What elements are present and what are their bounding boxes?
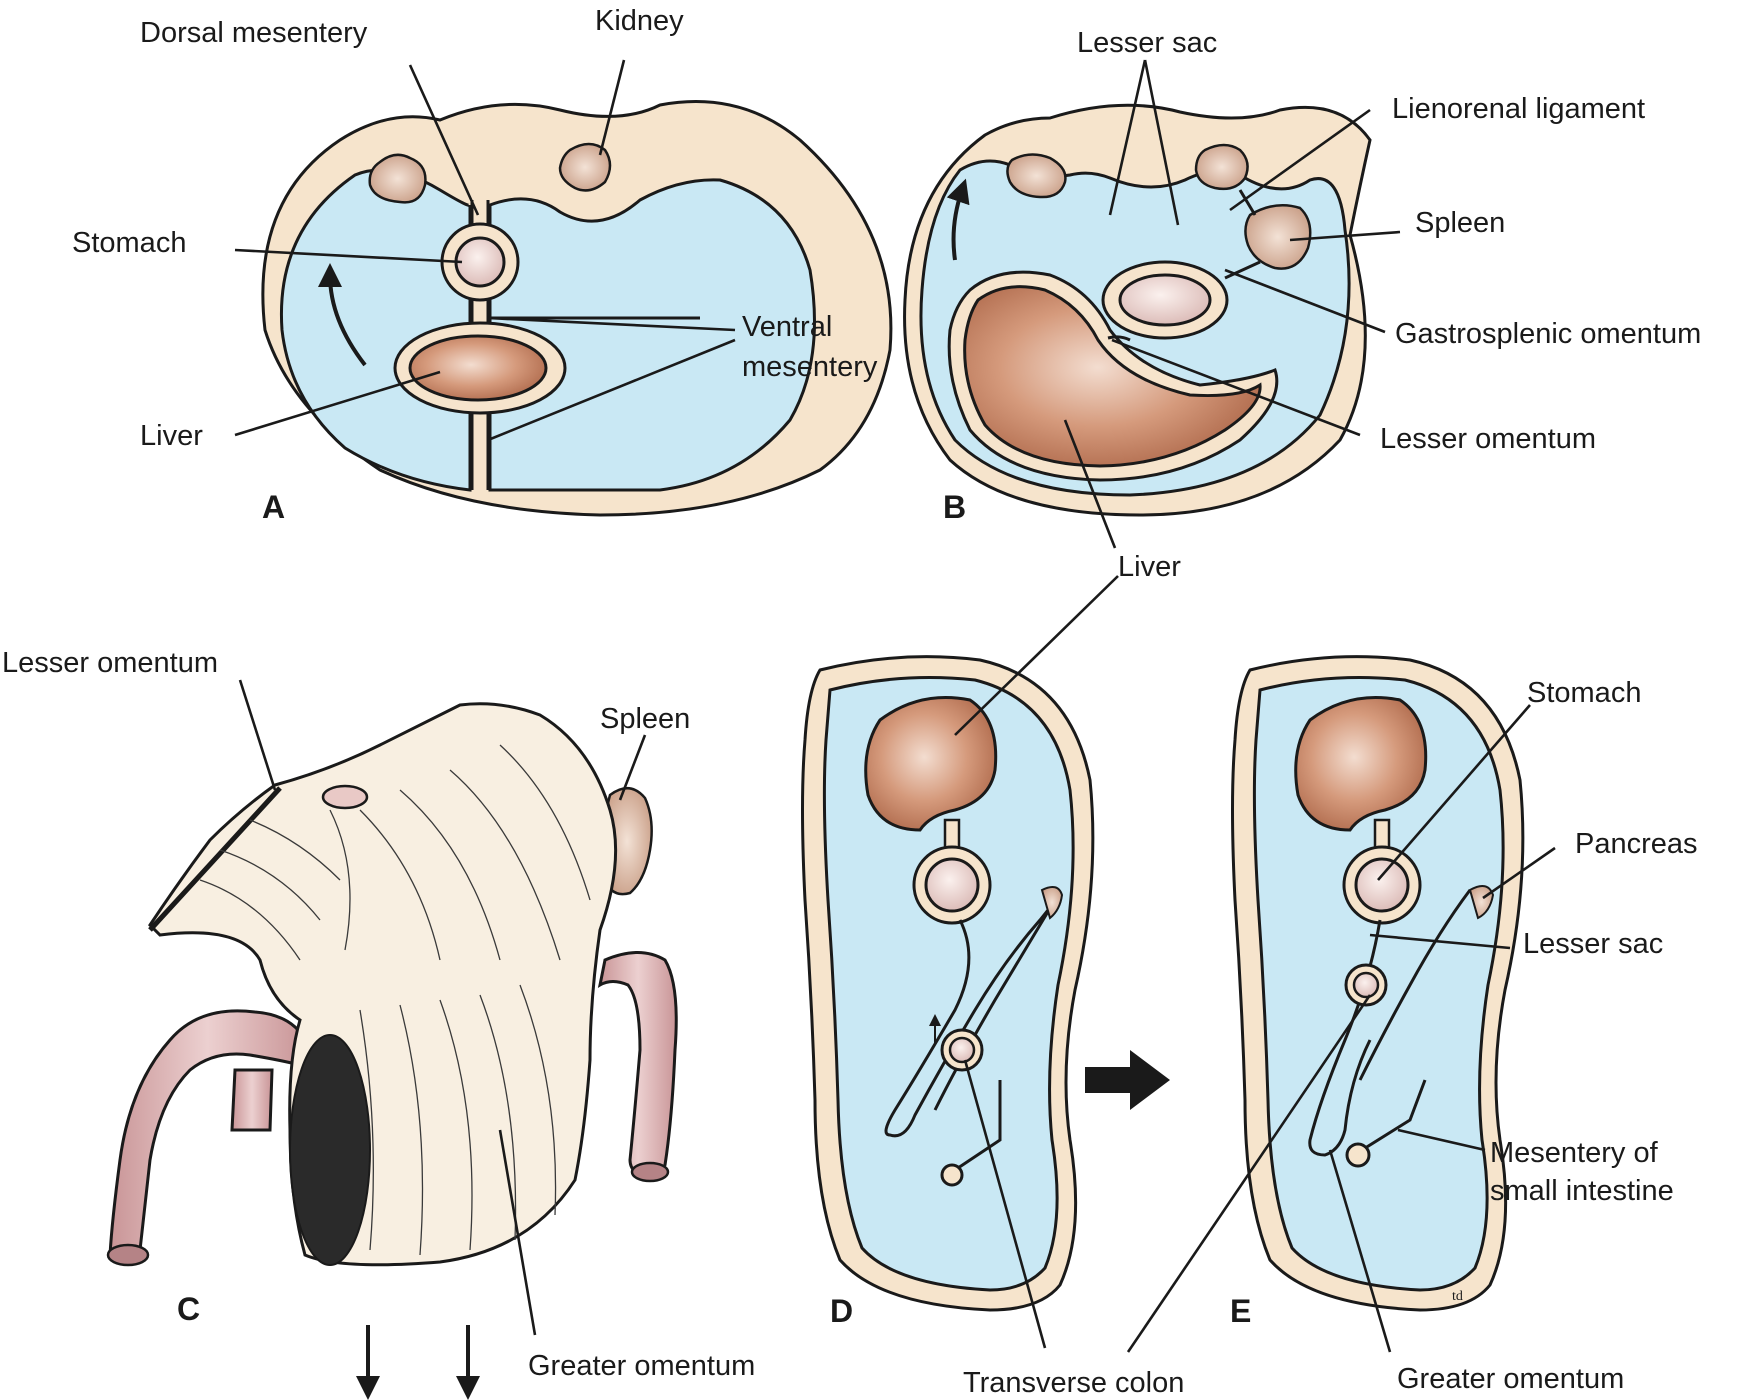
label-ventral-mesentery-1: Ventral: [742, 311, 832, 343]
transverse-colon: [1352, 971, 1380, 999]
lesser-omentum: [1107, 335, 1131, 342]
pancreas: [1040, 885, 1064, 920]
kidney-right: [1194, 143, 1249, 191]
lesser-omentum-sheet: [148, 786, 282, 932]
colon-left: [108, 1009, 307, 1263]
label-pancreas: Pancreas: [1575, 828, 1698, 860]
liver: [408, 334, 548, 402]
label-liver: Liver: [140, 420, 203, 452]
colon-left-end: [106, 1243, 150, 1267]
label-small-intestine: small intestine: [1490, 1175, 1674, 1207]
kidney-left: [368, 153, 427, 204]
greater-omentum: [148, 702, 618, 1267]
rotation-arrow-icon: [318, 263, 367, 367]
label-gastrosplenic-omentum: Gastrosplenic omentum: [1395, 318, 1701, 350]
kidney-left: [1006, 153, 1067, 199]
small-intestine: [1345, 1142, 1371, 1168]
label-lesser-sac: Lesser sac: [1077, 27, 1217, 59]
peritoneal-cavity: [822, 676, 1075, 1292]
greater-omentum-fused: [1308, 889, 1472, 1157]
colon-left-segment: [230, 1068, 274, 1132]
label-lienorenal-ligament: Lienorenal ligament: [1392, 93, 1645, 125]
rotation-arrow-icon: [946, 178, 970, 261]
label-kidney: Kidney: [595, 5, 684, 37]
label-lesser-omentum: Lesser omentum: [1380, 423, 1596, 455]
label-greater-omentum: Greater omentum: [1397, 1363, 1624, 1395]
label-spleen: Spleen: [1415, 207, 1505, 239]
label-liver: Liver: [1118, 551, 1181, 583]
label-dorsal-mesentery: Dorsal mesentery: [140, 17, 368, 49]
stomach: [1118, 273, 1212, 327]
label-lesser-omentum: Lesser omentum: [2, 647, 218, 679]
label-mesentery-of: Mesentery of: [1490, 1137, 1659, 1169]
panel-d: D: [801, 575, 1119, 1329]
kidney-right: [558, 142, 612, 192]
panel-letter-d: D: [830, 1293, 853, 1329]
panel-letter-c: C: [177, 1291, 200, 1327]
small-intestine-mesentery: [1361, 1079, 1427, 1152]
right-arrow-icon: [1085, 1050, 1170, 1110]
label-lesser-sac: Lesser sac: [1523, 928, 1663, 960]
panel-a: Dorsal mesentery Kidney Stomach Ventral …: [72, 5, 893, 525]
panel-e: Stomach Pancreas Lesser sac Mesentery of…: [963, 655, 1698, 1395]
label-stomach: Stomach: [72, 227, 186, 259]
signature: td: [1452, 1289, 1463, 1304]
colon-right: [597, 951, 678, 1180]
stomach: [924, 857, 980, 913]
liver: [963, 285, 1262, 468]
liver: [864, 696, 998, 832]
transverse-colon: [948, 1036, 976, 1064]
panel-c: Lesser omentum Spleen Greater omentum C: [2, 647, 755, 1400]
left-peritoneal-cavity: [279, 168, 472, 492]
label-spleen: Spleen: [600, 703, 690, 735]
right-peritoneal-cavity: [488, 178, 816, 492]
colon-right-end: [630, 1161, 670, 1183]
small-intestine: [940, 1163, 964, 1187]
label-stomach: Stomach: [1527, 677, 1641, 709]
stomach: [1354, 857, 1410, 913]
small-intestine-mesentery: [954, 1080, 1002, 1172]
gastrosplenic-omentum: [1224, 260, 1261, 280]
liver: [1294, 696, 1428, 832]
panel-letter-e: E: [1230, 1293, 1251, 1329]
esophagus-stub: [321, 784, 369, 810]
panel-b: Lesser sac Lienorenal ligament Spleen Ga…: [903, 27, 1701, 583]
spleen: [1244, 203, 1312, 270]
stomach: [454, 236, 506, 288]
label-transverse-colon: Transverse colon: [963, 1367, 1184, 1399]
label-greater-omentum: Greater omentum: [528, 1350, 755, 1382]
label-ventral-mesentery-2: mesentery: [742, 351, 878, 383]
panel-letter-a: A: [262, 489, 285, 525]
omental-bursa-opening: [289, 1034, 371, 1266]
greater-omentum-fold: [884, 904, 1054, 1138]
panel-letter-b: B: [943, 489, 966, 525]
lienorenal-ligament: [1238, 189, 1257, 216]
